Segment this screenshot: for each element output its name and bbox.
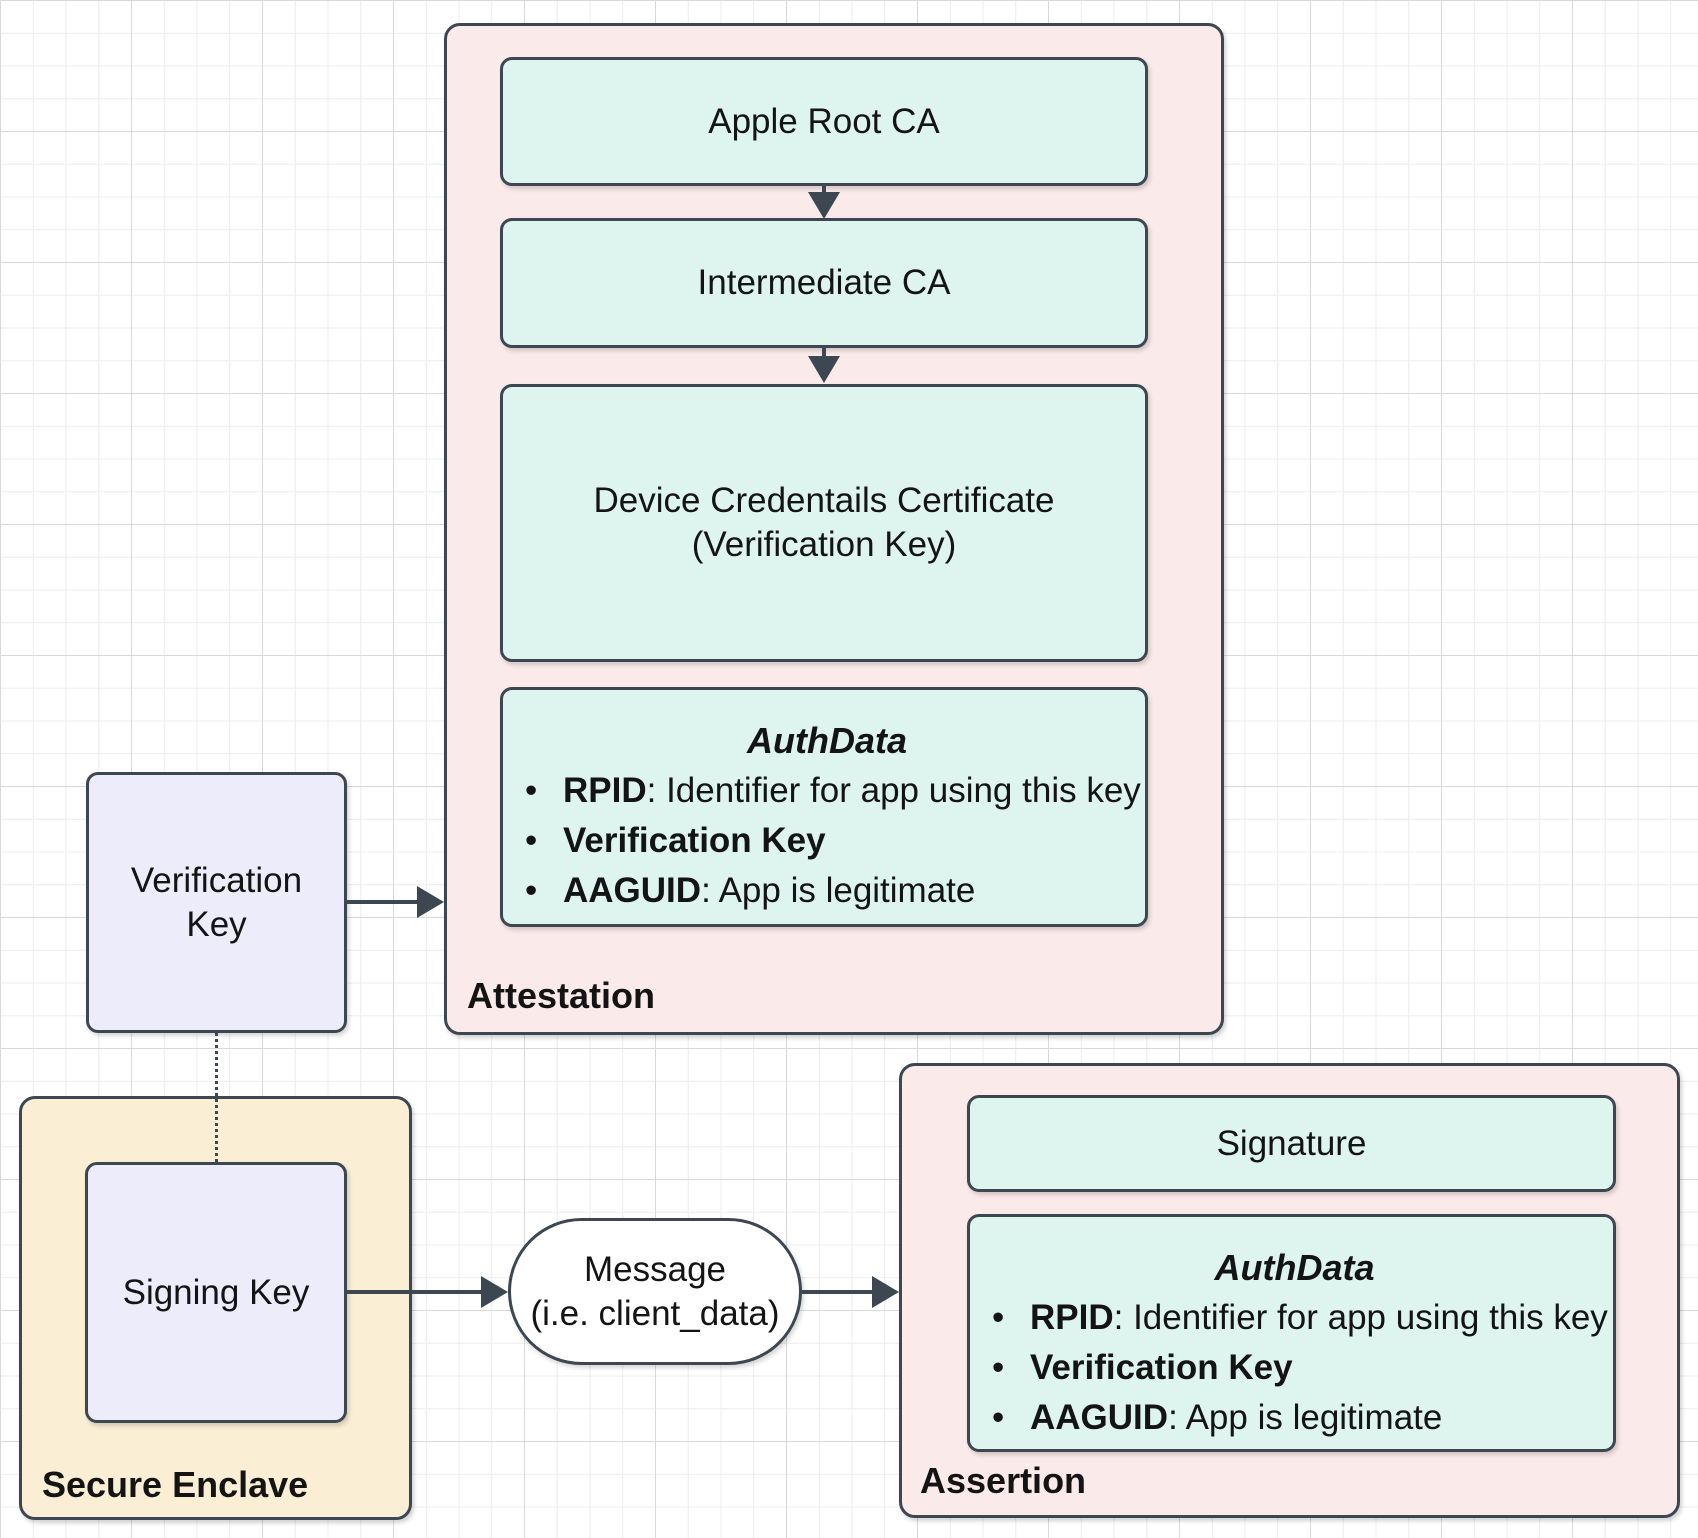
authdata-bullet-aaguid: •AAGUID: App is legitimate — [523, 866, 1131, 916]
signing-key-label: Signing Key — [122, 1272, 310, 1312]
assertion-authdata-box: AuthData •RPID: Identifier for app using… — [967, 1214, 1616, 1452]
attestation-authdata-box: AuthData •RPID: Identifier for app using… — [500, 687, 1148, 927]
verification-key-box: Verification Key — [86, 772, 347, 1033]
authdata-bullet-rpid: •RPID: Identifier for app using this key — [990, 1293, 1608, 1343]
bullet-marker: • — [525, 871, 538, 910]
bullet-marker: • — [525, 771, 538, 810]
message-to-assertion-line — [802, 1290, 876, 1294]
verification-key-label: Verification Key — [130, 860, 303, 944]
down-arrow-2-stem — [822, 348, 826, 358]
attestation-container: Apple Root CA Intermediate CA Device Cre… — [444, 23, 1224, 1035]
assertion-container: Signature AuthData •RPID: Identifier for… — [899, 1063, 1680, 1518]
assertion-label: Assertion — [920, 1460, 1087, 1501]
device-credentials-certificate-label: Device Credentails Certificate (Verifica… — [593, 481, 1055, 564]
intermediate-ca-box: Intermediate CA — [500, 218, 1148, 348]
signature-label: Signature — [1216, 1123, 1367, 1163]
message-label: Message (i.e. client_data) — [530, 1249, 780, 1333]
authdata-bullet-aaguid: •AAGUID: App is legitimate — [990, 1393, 1599, 1443]
signing-key-to-message-line — [347, 1290, 485, 1294]
signing-key-box: Signing Key — [85, 1162, 347, 1423]
right-arrow-icon — [481, 1276, 508, 1308]
bullet-marker: • — [992, 1298, 1005, 1337]
down-arrow-1-stem — [822, 186, 826, 196]
down-arrow-2-icon — [808, 356, 840, 383]
bullet-marker: • — [992, 1398, 1005, 1437]
authdata-bullet-verification-key: •Verification Key — [990, 1343, 1599, 1393]
attestation-label: Attestation — [467, 975, 655, 1016]
authdata-title: AuthData — [1214, 1247, 1375, 1288]
apple-root-ca-label: Apple Root CA — [708, 101, 940, 141]
verification-key-to-attestation-line — [347, 900, 421, 904]
apple-root-ca-box: Apple Root CA — [500, 57, 1148, 186]
bullet-marker: • — [525, 821, 538, 860]
bullet-marker: • — [992, 1348, 1005, 1387]
authdata-title: AuthData — [747, 720, 907, 761]
right-arrow-icon — [872, 1276, 899, 1308]
authdata-bullet-rpid: •RPID: Identifier for app using this key — [523, 766, 1141, 816]
intermediate-ca-label: Intermediate CA — [697, 263, 951, 302]
right-arrow-icon — [417, 886, 444, 918]
secure-enclave-container: Signing Key Secure Enclave — [19, 1096, 412, 1520]
secure-enclave-label: Secure Enclave — [42, 1464, 309, 1505]
signature-box: Signature — [967, 1095, 1616, 1192]
down-arrow-1-icon — [808, 192, 840, 219]
verification-signing-dotted-connector — [215, 1033, 218, 1162]
authdata-bullet-verification-key: •Verification Key — [523, 816, 1131, 866]
device-credentials-certificate-box: Device Credentails Certificate (Verifica… — [500, 384, 1148, 662]
message-pill: Message (i.e. client_data) — [508, 1218, 802, 1365]
